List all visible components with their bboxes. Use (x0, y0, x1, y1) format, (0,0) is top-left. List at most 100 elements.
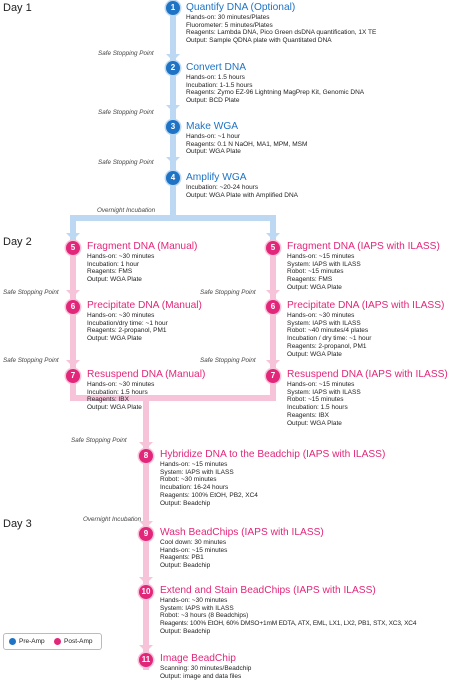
safe-stopping-label: Safe Stopping Point (200, 289, 256, 296)
step-detail: Fluorometer: 5 minutes/Plates (186, 21, 273, 29)
step-detail: Reagents: PB1 (160, 554, 204, 562)
step-detail: Output: Beadchip (160, 562, 211, 570)
step-fragment-dna-manual: Fragment DNA (Manual) Hands-on: ~30 minu… (87, 241, 197, 284)
safe-stopping-label: Safe Stopping Point (98, 50, 154, 57)
step-detail: Output: Sample QDNA plate with Quantitat… (186, 37, 332, 45)
safe-stopping-label: Safe Stopping Point (200, 357, 256, 364)
step-detail: Output: Beadchip (160, 499, 211, 507)
arrow-head (266, 360, 280, 367)
step-badge: 3 (166, 120, 180, 134)
step-badge: 7 (266, 369, 280, 383)
step-detail: Hands-on: ~30 minutes (287, 312, 355, 319)
step-make-wga: Make WGA Hands-on: ~1 hour Reagents: 0.1… (186, 121, 307, 156)
step-detail: Reagents: Lambda DNA, Pico Green dsDNA q… (186, 29, 377, 37)
arrow-head (139, 442, 153, 449)
step-badge: 11 (139, 653, 153, 667)
step-badge: 5 (266, 241, 280, 255)
step-detail: Reagents: 2-propanol, PM1 (87, 327, 167, 335)
step-detail: Robot: ~3 hours (8 Beadchips) (160, 612, 249, 620)
step-detail: System: IAPS with ILASS (287, 260, 361, 268)
step-title: Amplify WGA (186, 172, 247, 183)
step-detail: Hands-on: 1.5 hours (186, 74, 245, 81)
step-detail: Robot: ~15 minutes (287, 396, 344, 404)
connector-split (70, 205, 276, 240)
step-detail: Hands-on: ~30 minutes (87, 253, 155, 260)
step-badge: 6 (66, 300, 80, 314)
step-detail: Reagents: FMS (287, 276, 333, 284)
step-detail: System: IAPS with ILASS (287, 319, 361, 327)
step-title: Fragment DNA (IAPS with ILASS) (287, 241, 440, 252)
safe-stopping-label: Safe Stopping Point (3, 289, 59, 296)
step-detail: Reagents: 100% EtOH, PB2, XC4 (160, 491, 258, 499)
safe-stopping-label: Safe Stopping Point (71, 437, 127, 444)
step-detail: Hands-on: ~15 minutes (160, 546, 228, 554)
safe-stopping-label: Safe Stopping Point (98, 159, 154, 166)
step-detail: Output: Beadchip (160, 627, 211, 635)
step-detail: Reagents: IBX (287, 411, 329, 419)
step-detail: Hands-on: ~1 hour (186, 133, 241, 140)
overnight-label: Overnight Incubation (83, 516, 142, 523)
step-detail: Output: WGA Plate (87, 404, 142, 412)
step-detail: Hands-on: ~30 minutes (160, 597, 228, 604)
arrow-head (166, 157, 180, 164)
arrow-head (139, 577, 153, 584)
step-detail: Incubation / dry time: ~1 hour (287, 335, 372, 343)
step-image-beadchip: Image BeadChip Scanning: 30 minutes/Bead… (160, 653, 251, 680)
arrow-head (139, 645, 153, 652)
step-detail: System: IAPS with ILASS (287, 388, 361, 396)
arrow-head (166, 54, 180, 61)
step-title: Make WGA (186, 121, 239, 132)
step-detail: Incubation: 1.5 hours (87, 388, 148, 396)
step-badge: 4 (166, 171, 180, 185)
step-detail: Reagents: 0.1 N NaOH, MA1, MPM, MSM (186, 140, 308, 148)
legend: Pre-Amp Post-Amp (3, 633, 102, 650)
step-detail: Output: image and data files (160, 672, 242, 680)
step-detail: System: IAPS with ILASS (160, 468, 234, 476)
step-detail: Hands-on: ~15 minutes (287, 253, 355, 260)
step-detail: Reagents: Zymo EZ-96 Lightning MagPrep K… (186, 89, 365, 97)
step-badge: 9 (139, 527, 153, 541)
arrow-head (266, 233, 280, 240)
step-detail: Reagents: FMS (87, 268, 133, 276)
legend-pre-dot (9, 638, 16, 645)
arrow-head (66, 290, 80, 297)
step-detail: Robot: ~30 minutes (160, 476, 217, 484)
arrow-head (66, 360, 80, 367)
step-resuspend-dna-manual: Resuspend DNA (Manual) Hands-on: ~30 min… (87, 369, 205, 412)
step-title: Resuspend DNA (Manual) (87, 369, 206, 380)
step-detail: Hands-on: ~30 minutes (87, 381, 155, 388)
step-detail: Hands-on: ~30 minutes (87, 312, 155, 319)
step-badge: 2 (166, 61, 180, 75)
step-extend-stain-beadchips: Extend and Stain BeadChips (IAPS with IL… (160, 585, 416, 636)
step-detail: Hands-on: 30 minutes/Plates (186, 14, 270, 21)
step-detail: Robot: ~40 minutes/4 plates (287, 327, 369, 335)
step-detail: Incubation: 16-24 hours (160, 484, 229, 492)
step-detail: Output: WGA Plate (287, 419, 342, 427)
step-detail: Hands-on: ~15 minutes (160, 461, 228, 468)
step-title: Wash BeadChips (IAPS with ILASS) (160, 527, 324, 538)
step-title: Extend and Stain BeadChips (IAPS with IL… (160, 585, 376, 596)
step-detail: Output: WGA Plate (287, 350, 342, 358)
step-badge: 6 (266, 300, 280, 314)
step-detail: System: IAPS with ILASS (160, 604, 234, 612)
step-detail: Incubation: 1.5 hours (287, 404, 348, 412)
step-title: Quantify DNA (Optional) (186, 2, 296, 13)
day-label: Day 2 (3, 236, 32, 248)
step-resuspend-dna-iaps: Resuspend DNA (IAPS with ILASS) Hands-on… (287, 369, 448, 427)
step-detail: Output: BCD Plate (186, 97, 240, 105)
step-convert-dna: Convert DNA Hands-on: 1.5 hours Incubati… (186, 62, 364, 105)
arrow-head (166, 105, 180, 112)
step-detail: Reagents: 2-propanol, PM1 (287, 342, 367, 350)
step-detail: Incubation: 1 hour (87, 260, 140, 268)
legend-post-label: Post-Amp (64, 637, 93, 645)
step-detail: Robot: ~15 minutes (287, 268, 344, 276)
step-detail: Incubation/dry time: ~1 hour (87, 319, 168, 327)
safe-stopping-label: Safe Stopping Point (98, 109, 154, 116)
step-detail: Output: WGA Plate (186, 148, 241, 156)
step-detail: Output: WGA Plate (87, 335, 142, 343)
step-detail: Scanning: 30 minutes/Beadchip (160, 665, 252, 672)
step-badge: 8 (139, 449, 153, 463)
day-label: Day 3 (3, 518, 32, 530)
step-title: Convert DNA (186, 62, 247, 73)
